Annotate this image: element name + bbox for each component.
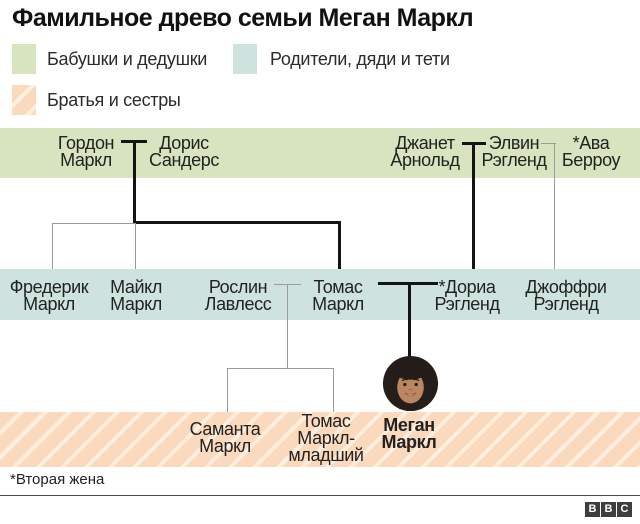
person-thomas-markle: Томас Маркл bbox=[312, 277, 364, 314]
legend-label-parents: Родители, дяди и тети bbox=[270, 49, 450, 69]
connector-line bbox=[52, 223, 135, 224]
connector-line-to-meghan bbox=[408, 282, 411, 358]
connector-line-to-michael bbox=[135, 223, 136, 269]
person-doris-sanders: Дорис Сандерс bbox=[149, 133, 219, 170]
legend-label-siblings: Братья и сестры bbox=[47, 90, 181, 110]
connector-line-marriage-alvin-ava bbox=[541, 143, 556, 144]
portrait-icon bbox=[382, 355, 439, 412]
connector-line bbox=[227, 368, 334, 369]
person-samantha-markle: Саманта Маркл bbox=[189, 419, 261, 456]
person-doria-ragland: *Дориа Рэгленд bbox=[434, 277, 500, 314]
connector-line-to-thomas-jr bbox=[333, 368, 334, 412]
band-parents bbox=[0, 269, 640, 320]
bbc-logo-letter: C bbox=[617, 502, 632, 517]
connector-line-to-samantha bbox=[227, 368, 228, 412]
legend-swatch-grandparents bbox=[12, 44, 36, 74]
connector-line bbox=[133, 221, 341, 224]
person-gordon-markle: Гордон Маркл bbox=[57, 133, 115, 170]
person-janet-arnold: Джанет Арнольд bbox=[390, 133, 460, 170]
connector-line-to-thomas bbox=[338, 221, 341, 269]
person-jeffrey-ragland: Джоффри Рэгленд bbox=[525, 277, 607, 314]
band-grandparents bbox=[0, 128, 640, 178]
connector-line bbox=[287, 284, 288, 368]
legend-swatch-siblings bbox=[12, 85, 36, 115]
person-frederick-markle: Фредерик Маркл bbox=[9, 277, 89, 314]
divider bbox=[0, 495, 640, 496]
connector-line-to-jeffrey bbox=[554, 143, 555, 269]
person-meghan-markle: Меган Маркл bbox=[381, 415, 437, 452]
band-siblings bbox=[0, 412, 640, 467]
page-title: Фамильное древо семьи Меган Маркл bbox=[12, 4, 474, 32]
bbc-logo-letter: B bbox=[585, 502, 600, 517]
bbc-logo-letter: B bbox=[601, 502, 616, 517]
person-thomas-markle-jr: Томас Маркл- младший bbox=[288, 411, 364, 465]
bbc-logo: B B C bbox=[585, 502, 632, 517]
person-michael-markle: Майкл Маркл bbox=[110, 277, 162, 314]
connector-line bbox=[133, 140, 136, 224]
legend-label-grandparents: Бабушки и дедушки bbox=[47, 49, 208, 69]
person-roslyn-loveless: Рослин Лавлесс bbox=[204, 277, 272, 314]
connector-line-to-doria bbox=[472, 142, 475, 269]
footnote: *Вторая жена bbox=[10, 471, 105, 488]
connector-line-to-frederick bbox=[52, 223, 53, 269]
person-alvin-ragland: Элвин Рэгленд bbox=[481, 133, 547, 170]
meghan-photo bbox=[382, 355, 439, 412]
person-ava-burrow: *Ава Берроу bbox=[561, 133, 621, 170]
legend-swatch-parents bbox=[233, 44, 257, 74]
